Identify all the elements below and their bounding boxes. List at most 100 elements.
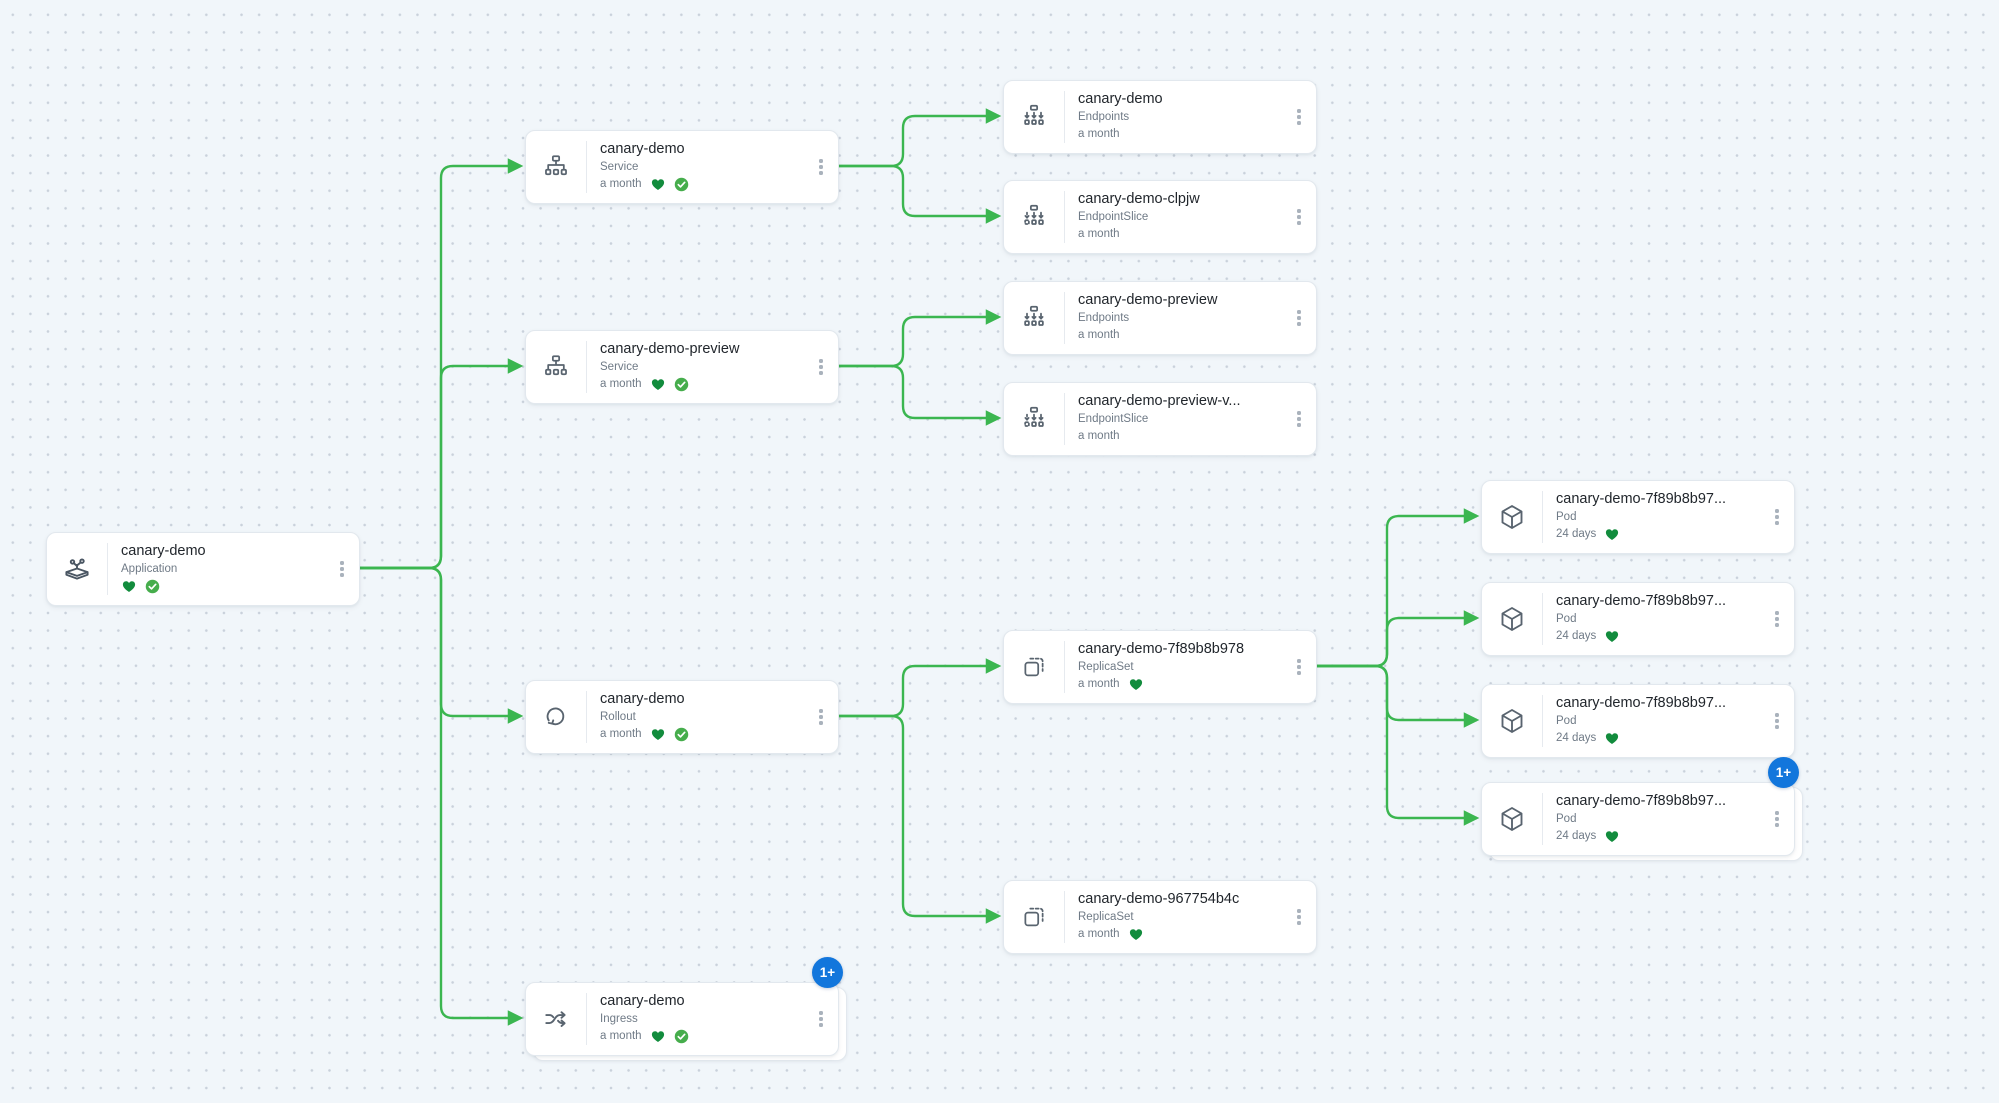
kebab-menu-icon [819, 165, 823, 169]
kebab-menu-icon [1775, 515, 1779, 519]
node-kind: Application [121, 563, 178, 575]
node-kind: Endpoints [1078, 111, 1130, 123]
card-divider [1064, 393, 1065, 445]
kebab-menu-icon [1775, 719, 1779, 723]
node-menu-button[interactable] [1282, 81, 1316, 153]
card-divider [1542, 491, 1543, 543]
card-divider [107, 543, 108, 595]
ingress-icon [526, 983, 586, 1055]
node-kind: Service [600, 361, 639, 373]
node-title: canary-demo-7f89b8b97... [1556, 695, 1727, 711]
check-icon [674, 727, 689, 742]
pod-icon [1482, 685, 1542, 757]
pod-icon [1482, 783, 1542, 855]
endpoints-icon [1004, 81, 1064, 153]
node-kind: Pod [1556, 715, 1577, 727]
kebab-menu-icon [1297, 115, 1301, 119]
node-menu-button[interactable] [1760, 783, 1794, 855]
kebab-menu-icon [1775, 817, 1779, 821]
card-divider [1064, 292, 1065, 344]
node-menu-button[interactable] [1282, 631, 1316, 703]
node-eps2[interactable]: canary-demo-preview-v... EndpointSlice a m… [1003, 382, 1317, 456]
node-age: a month [600, 1030, 642, 1042]
node-title: canary-demo-7f89b8b97... [1556, 491, 1727, 507]
replicaset-icon [1004, 881, 1064, 953]
heart-icon [1604, 731, 1620, 746]
pod-icon [1482, 583, 1542, 655]
heart-icon [1604, 527, 1620, 542]
check-icon [674, 1029, 689, 1044]
more-items-badge[interactable]: 1+ [1768, 757, 1799, 788]
node-kind: Pod [1556, 613, 1577, 625]
card-divider [1064, 91, 1065, 143]
node-kind: ReplicaSet [1078, 911, 1134, 923]
edge [837, 658, 1002, 718]
node-menu-button[interactable] [804, 331, 838, 403]
card-divider [1542, 695, 1543, 747]
edge [837, 164, 1002, 224]
node-kind: EndpointSlice [1078, 413, 1149, 425]
node-menu-button[interactable] [804, 983, 838, 1055]
node-title: canary-demo [600, 141, 685, 157]
edge [358, 566, 524, 724]
node-menu-button[interactable] [1760, 583, 1794, 655]
edge [1315, 664, 1480, 728]
node-menu-button[interactable] [1282, 881, 1316, 953]
endpoints-icon [1004, 282, 1064, 354]
node-title: canary-demo-7f89b8b97... [1556, 593, 1727, 609]
node-menu-button[interactable] [1760, 481, 1794, 553]
edge [837, 309, 1002, 368]
rollout-icon [526, 681, 586, 753]
node-menu-button[interactable] [1282, 383, 1316, 455]
node-title: canary-demo-7f89b8b97... [1556, 793, 1727, 809]
node-kind: EndpointSlice [1078, 211, 1149, 223]
node-age: a month [1078, 430, 1120, 442]
kebab-menu-icon [1297, 915, 1301, 919]
node-age: a month [600, 728, 642, 740]
endpointslice-icon [1004, 181, 1064, 253]
endpointslice-icon [1004, 383, 1064, 455]
pod-icon [1482, 481, 1542, 553]
card-divider [586, 691, 587, 743]
more-items-badge[interactable]: 1+ [812, 957, 843, 988]
edge [358, 358, 524, 570]
edge [1315, 664, 1480, 826]
kebab-menu-icon [819, 715, 823, 719]
node-menu-button[interactable] [325, 533, 359, 605]
service-icon [526, 331, 586, 403]
kebab-menu-icon [819, 365, 823, 369]
node-menu-button[interactable] [1282, 282, 1316, 354]
node-kind: ReplicaSet [1078, 661, 1134, 673]
check-icon [145, 579, 160, 594]
card-divider [1542, 593, 1543, 645]
edge [837, 364, 1002, 426]
node-age: a month [1078, 128, 1120, 140]
node-menu-button[interactable] [804, 131, 838, 203]
kebab-menu-icon [340, 567, 344, 571]
card-divider [586, 993, 587, 1045]
node-kind: Endpoints [1078, 312, 1130, 324]
node-title: canary-demo-preview-v... [1078, 393, 1241, 409]
heart-icon [1604, 629, 1620, 644]
node-menu-button[interactable] [1760, 685, 1794, 757]
node-title: canary-demo [600, 691, 685, 707]
node-menu-button[interactable] [1282, 181, 1316, 253]
node-menu-button[interactable] [804, 681, 838, 753]
node-age: a month [1078, 928, 1120, 940]
